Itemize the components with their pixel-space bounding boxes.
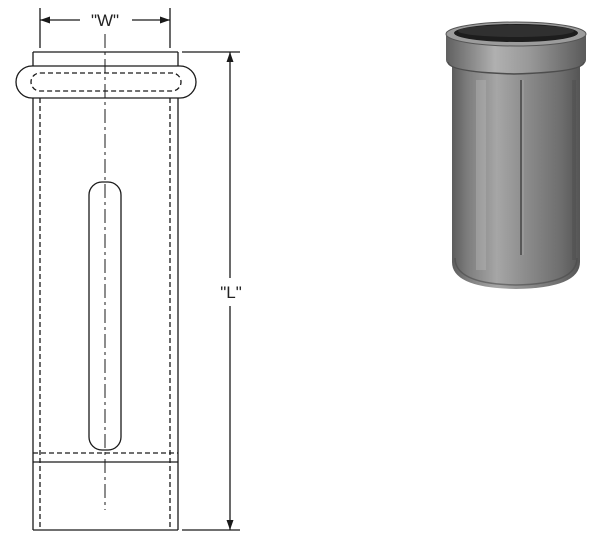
center-slot bbox=[88, 181, 122, 451]
width-label: "W" bbox=[91, 11, 119, 30]
top-flange-outline bbox=[15, 65, 197, 99]
width-dimension-line bbox=[40, 16, 170, 24]
length-label: "L" bbox=[220, 283, 242, 302]
length-dimension-line bbox=[226, 52, 234, 530]
product-cylinder-image bbox=[445, 21, 587, 289]
cylinder-body bbox=[452, 62, 580, 289]
top-flange-inner-slot bbox=[30, 72, 182, 92]
cylinder-collar bbox=[446, 36, 586, 73]
technical-drawing: "W" bbox=[15, 8, 240, 531]
